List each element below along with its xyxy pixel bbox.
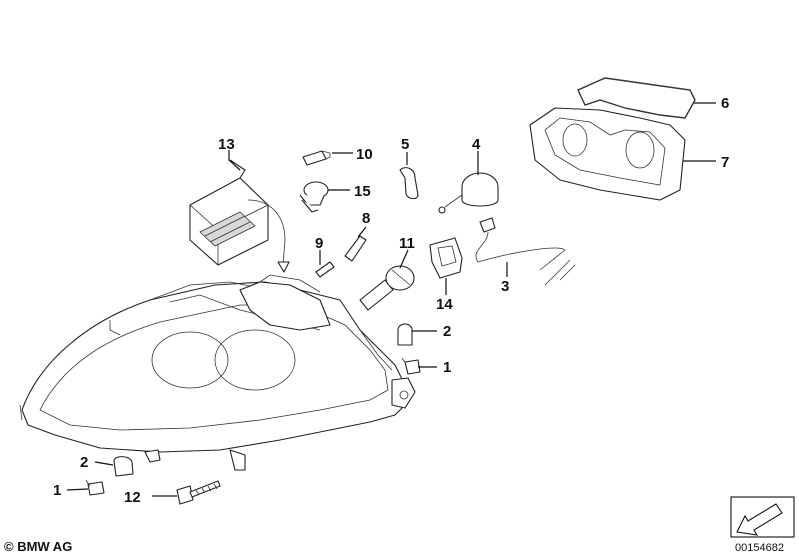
callout-10: 10 <box>356 146 373 163</box>
document-id: 00154682 <box>735 542 784 554</box>
callout-15: 15 <box>354 183 371 200</box>
headlight-housing <box>19 274 416 471</box>
part-11-bulb <box>359 265 415 311</box>
part-1-socket-upper <box>401 357 421 375</box>
part-15-socket <box>299 181 329 213</box>
nav-arrow-box <box>730 496 795 538</box>
callout-1-upper: 1 <box>443 359 451 376</box>
callout-11: 11 <box>399 235 415 252</box>
callout-4: 4 <box>472 136 481 153</box>
callout-8: 8 <box>362 210 370 227</box>
callout-3: 3 <box>501 278 509 295</box>
part-2-cap-lower <box>113 456 134 477</box>
part-10-bulb <box>302 150 331 166</box>
callout-5: 5 <box>401 136 409 153</box>
callout-13: 13 <box>218 136 235 153</box>
part-5-tube <box>399 167 419 200</box>
part-8-bulb <box>344 235 367 262</box>
callout-14: 14 <box>436 296 453 313</box>
part-13-box <box>189 159 290 273</box>
part-3-harness <box>475 217 576 286</box>
part-14-bracket <box>429 237 463 279</box>
callout-6: 6 <box>721 95 729 112</box>
part-7-cover <box>529 107 686 201</box>
copyright-text: © BMW AG <box>4 539 73 554</box>
callout-12: 12 <box>124 489 141 506</box>
callout-labels: 13 10 15 5 4 8 9 11 14 3 6 7 2 1 2 1 12 <box>53 95 729 506</box>
leader-lines <box>66 102 716 497</box>
callout-2-upper: 2 <box>443 323 451 340</box>
callout-7: 7 <box>721 154 729 171</box>
callout-1-lower: 1 <box>53 482 61 499</box>
part-9-bulb <box>315 261 335 278</box>
part-1-socket-lower <box>85 479 105 496</box>
part-4-actuator <box>438 172 499 214</box>
callout-2-lower: 2 <box>80 454 88 471</box>
arrow-icon <box>736 503 783 536</box>
part-12-screw <box>176 480 221 505</box>
part-2-cap-upper <box>397 323 413 346</box>
part-6-gasket <box>577 77 696 119</box>
callout-9: 9 <box>315 235 323 252</box>
